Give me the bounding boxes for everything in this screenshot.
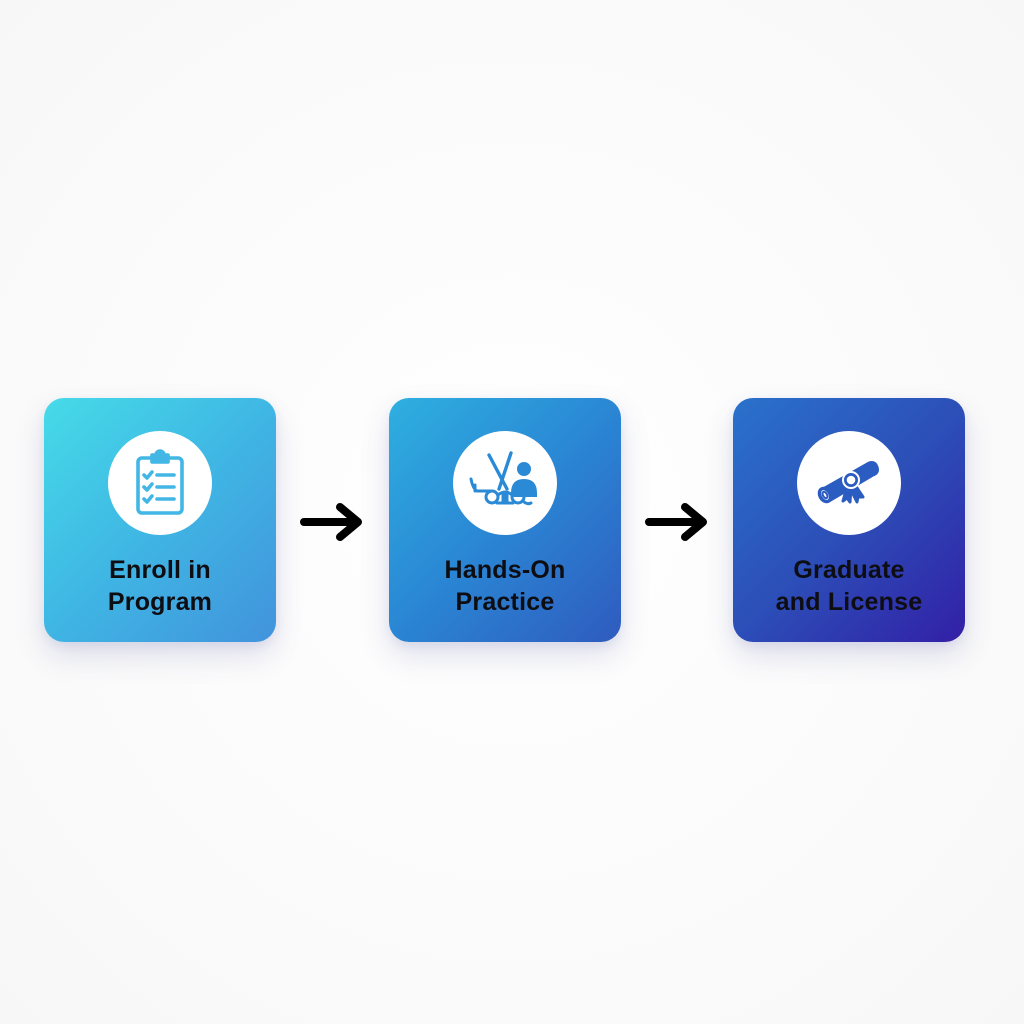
- diploma-scroll-icon: [817, 461, 879, 504]
- step-card-enroll: Enroll in Program: [44, 398, 276, 642]
- step-label: Graduate and License: [733, 554, 965, 618]
- step-label: Enroll in Program: [44, 554, 276, 618]
- step-label-line1: Enroll in: [109, 556, 211, 584]
- clipboard-checklist-icon: [136, 449, 184, 515]
- step-label-line1: Hands-On: [444, 556, 566, 584]
- step-label-line2: Practice: [455, 588, 555, 616]
- step-card-graduate: Graduate and License: [733, 398, 965, 642]
- icon-badge: [797, 431, 901, 535]
- icon-badge: [453, 431, 557, 535]
- scissors-barber-icon: [469, 451, 537, 506]
- arrow-right-icon: [300, 503, 362, 541]
- icon-badge: [108, 431, 212, 535]
- step-label-line1: Graduate: [793, 556, 905, 584]
- step-label-line2: Program: [107, 588, 213, 616]
- arrow-right-icon: [645, 503, 707, 541]
- step-label: Hands-On Practice: [389, 554, 621, 618]
- step-label-line2: and License: [775, 588, 923, 616]
- step-card-practice: Hands-On Practice: [389, 398, 621, 642]
